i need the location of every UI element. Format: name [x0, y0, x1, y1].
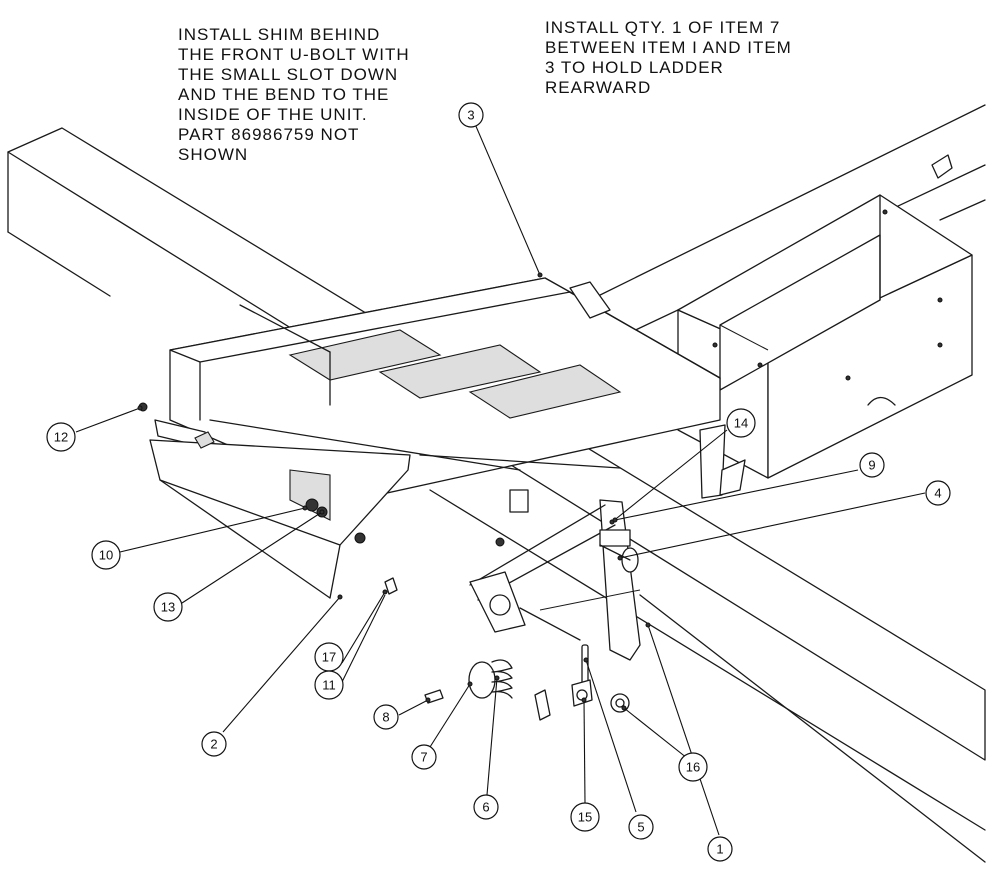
- callout-11-label: 11: [322, 678, 336, 693]
- callout-4-label: 4: [934, 486, 941, 501]
- callout-6-label: 6: [482, 800, 489, 815]
- callout-4: 4: [925, 480, 951, 506]
- spring: [491, 659, 513, 699]
- callout-13-label: 13: [161, 600, 175, 615]
- callout-10-label: 10: [99, 548, 113, 563]
- callout-3-label: 3: [467, 108, 474, 123]
- callout-6: 6: [473, 794, 499, 820]
- callout-9-label: 9: [868, 458, 875, 473]
- callout-1: 1: [707, 836, 733, 862]
- callout-12-label: 12: [54, 430, 68, 445]
- pivot-bracket: [469, 424, 746, 713]
- callout-12: 12: [46, 422, 76, 452]
- callout-15: 15: [570, 802, 600, 832]
- callout-7-label: 7: [420, 750, 427, 765]
- callout-5-label: 5: [637, 820, 644, 835]
- callout-9: 9: [859, 452, 885, 478]
- callout-16-label: 16: [686, 760, 700, 775]
- callout-5: 5: [628, 814, 654, 840]
- callout-14-label: 14: [734, 416, 748, 431]
- callout-2: 2: [201, 731, 227, 757]
- callout-11: 11: [314, 670, 344, 700]
- callout-8: 8: [373, 704, 399, 730]
- callout-14: 14: [726, 408, 756, 438]
- callout-17: 17: [314, 642, 344, 672]
- callout-7: 7: [411, 744, 437, 770]
- ladder-frame: [169, 277, 721, 513]
- callout-8-label: 8: [382, 710, 389, 725]
- lower-step: [138, 402, 505, 599]
- ladder-item-note: INSTALL QTY. 1 OF ITEM 7 BETWEEN ITEM I …: [545, 18, 792, 97]
- callout-10: 10: [91, 540, 121, 570]
- callout-3: 3: [458, 102, 484, 128]
- callout-2-label: 2: [210, 737, 217, 752]
- loose-hardware: [384, 577, 593, 721]
- callout-13: 13: [153, 592, 183, 622]
- shim-install-note: INSTALL SHIM BEHIND THE FRONT U-BOLT WIT…: [178, 25, 410, 164]
- callout-16: 16: [678, 752, 708, 782]
- callout-1-label: 1: [716, 842, 723, 857]
- callout-15-label: 15: [578, 810, 592, 825]
- leader-lines: [75, 123, 926, 836]
- callout-17-label: 17: [322, 650, 336, 665]
